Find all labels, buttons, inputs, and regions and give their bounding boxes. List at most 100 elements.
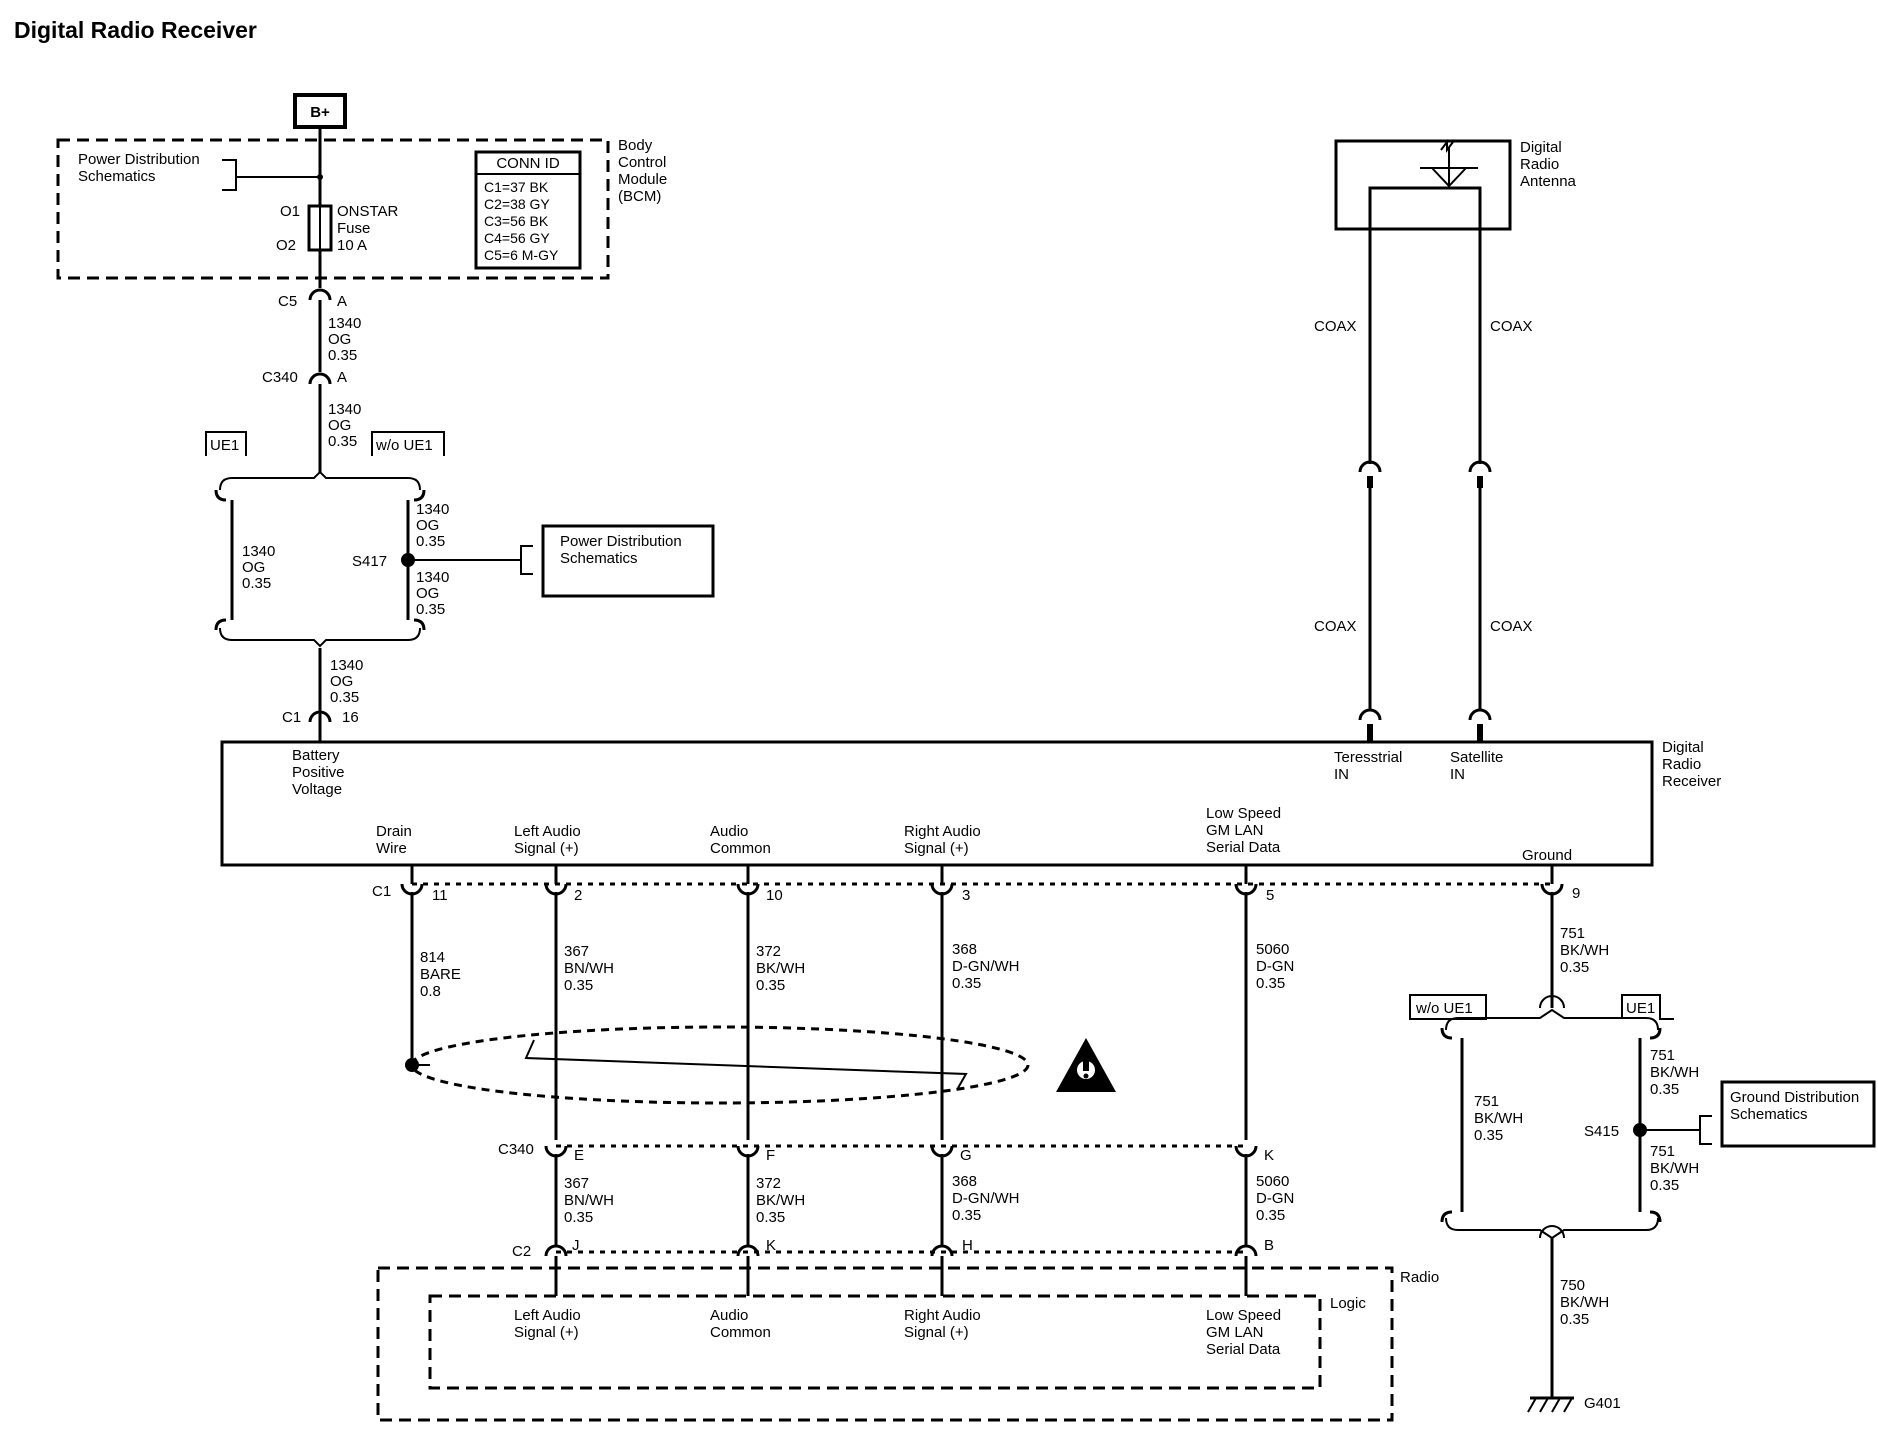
svg-text:Power Distribution: Power Distribution — [78, 151, 200, 168]
svg-text:C340: C340 — [262, 369, 298, 386]
svg-text:w/o UE1: w/o UE1 — [1415, 1000, 1473, 1017]
svg-text:2: 2 — [574, 887, 582, 904]
svg-text:750: 750 — [1560, 1277, 1585, 1294]
svg-text:Signal (+): Signal (+) — [514, 840, 579, 857]
svg-text:CONN ID: CONN ID — [496, 155, 560, 172]
svg-text:O1: O1 — [280, 203, 300, 220]
bcm-label: Body Control Module (BCM) — [618, 137, 667, 205]
shield-twisted-pair — [410, 1025, 1030, 1105]
digital-radio-receiver-box — [220, 740, 1654, 867]
ground-label: Ground — [1522, 847, 1572, 864]
circuit-right-audio: 3 368 D-GN/WH 0.35 — [930, 865, 1020, 1140]
c2-pins: J K H B — [544, 1237, 1274, 1296]
svg-text:751: 751 — [1650, 1143, 1675, 1160]
bcm-module-outline — [56, 138, 610, 280]
svg-text:Low Speed: Low Speed — [1206, 1307, 1281, 1324]
svg-text:K: K — [1264, 1147, 1274, 1164]
svg-text:Right Audio: Right Audio — [904, 823, 981, 840]
circuit-ground: 9 751 BK/WH 0.35 — [1540, 865, 1609, 1008]
svg-text:BN/WH: BN/WH — [564, 1192, 614, 1209]
svg-text:UE1: UE1 — [210, 437, 239, 454]
logic-block-outline — [428, 1294, 1322, 1390]
svg-text:Voltage: Voltage — [292, 781, 342, 798]
svg-text:Low Speed: Low Speed — [1206, 805, 1281, 822]
svg-text:BK/WH: BK/WH — [1474, 1110, 1523, 1127]
svg-text:BN/WH: BN/WH — [564, 960, 614, 977]
option-wo-ue1-tag: w/o UE1 — [371, 431, 445, 456]
svg-text:G: G — [960, 1147, 972, 1164]
radio-label: Radio — [1400, 1269, 1439, 1286]
connector-c2-label: C2 — [512, 1243, 531, 1260]
svg-text:0.35: 0.35 — [1256, 1207, 1285, 1224]
svg-text:Schematics: Schematics — [1730, 1106, 1808, 1123]
svg-text:BK/WH: BK/WH — [1560, 1294, 1609, 1311]
svg-text:OG: OG — [328, 331, 351, 348]
ground-branch-right: 751 BK/WH 0.35 751 BK/WH 0.35 — [1638, 1027, 1699, 1223]
svg-text:0.8: 0.8 — [420, 983, 441, 1000]
svg-text:751: 751 — [1560, 925, 1585, 942]
svg-text:Audio: Audio — [710, 823, 748, 840]
svg-text:Ground Distribution: Ground Distribution — [1730, 1089, 1859, 1106]
svg-text:368: 368 — [952, 1173, 977, 1190]
diagram-title: Digital Radio Receiver — [14, 17, 257, 43]
circuit-left-audio: 2 367 BN/WH 0.35 — [544, 865, 614, 1140]
svg-text:1340: 1340 — [242, 543, 275, 560]
left-audio-label: Left Audio Signal (+) — [514, 823, 581, 857]
svg-text:COAX: COAX — [1490, 618, 1533, 635]
ground-point-g401: G401 — [1584, 1395, 1621, 1412]
svg-text:OG: OG — [330, 673, 353, 690]
splice-s415: S415 — [1584, 1115, 1712, 1145]
radio-logic-inputs: Left Audio Signal (+) Audio Common Right… — [514, 1307, 1281, 1358]
conn-id-table: CONN ID C1=37 BK C2=38 GY C3=56 BK C4=56… — [474, 150, 582, 270]
caution-icon — [1056, 1038, 1116, 1092]
svg-text:IN: IN — [1334, 766, 1349, 783]
svg-text:A: A — [337, 293, 347, 310]
svg-text:O2: O2 — [276, 237, 296, 254]
svg-text:751: 751 — [1474, 1093, 1499, 1110]
svg-text:0.35: 0.35 — [564, 977, 593, 994]
svg-text:10 A: 10 A — [337, 237, 367, 254]
svg-text:Drain: Drain — [376, 823, 412, 840]
svg-text:UE1: UE1 — [1626, 1000, 1655, 1017]
svg-text:C4=56 GY: C4=56 GY — [484, 230, 550, 246]
svg-text:0.35: 0.35 — [328, 347, 357, 364]
svg-text:BK/WH: BK/WH — [1560, 942, 1609, 959]
svg-text:B+: B+ — [310, 104, 330, 121]
svg-text:D-GN/WH: D-GN/WH — [952, 958, 1020, 975]
svg-text:D-GN: D-GN — [1256, 1190, 1294, 1207]
svg-text:ONSTAR: ONSTAR — [337, 203, 399, 220]
svg-text:COAX: COAX — [1314, 618, 1357, 635]
svg-text:F: F — [766, 1147, 775, 1164]
svg-text:A: A — [337, 369, 347, 386]
svg-text:C1=37 BK: C1=37 BK — [484, 179, 549, 195]
svg-text:Audio: Audio — [710, 1307, 748, 1324]
svg-text:0.35: 0.35 — [1474, 1127, 1503, 1144]
battery-positive-voltage-label: Battery Positive Voltage — [292, 747, 345, 798]
wire-1340-og-c: 1340 OG 0.35 — [330, 657, 363, 706]
svg-text:367: 367 — [564, 1175, 589, 1192]
svg-text:H: H — [962, 1237, 973, 1254]
svg-text:10: 10 — [766, 887, 783, 904]
svg-text:3: 3 — [962, 887, 970, 904]
svg-text:Schematics: Schematics — [78, 168, 156, 185]
svg-text:Receiver: Receiver — [1662, 773, 1721, 790]
svg-text:OG: OG — [242, 559, 265, 576]
svg-text:w/o UE1: w/o UE1 — [375, 437, 433, 454]
svg-text:BK/WH: BK/WH — [1650, 1064, 1699, 1081]
svg-text:Radio: Radio — [1520, 156, 1559, 173]
svg-text:C2=38 GY: C2=38 GY — [484, 196, 550, 212]
svg-text:1340: 1340 — [330, 657, 363, 674]
svg-text:BK/WH: BK/WH — [1650, 1160, 1699, 1177]
connector-c1-bottom-label: C1 — [372, 883, 391, 900]
svg-text:Serial Data: Serial Data — [1206, 1341, 1281, 1358]
svg-text:1340: 1340 — [416, 569, 449, 586]
svg-text:0.35: 0.35 — [416, 601, 445, 618]
svg-text:B: B — [1264, 1237, 1274, 1254]
ground-option-wo-ue1-tag: w/o UE1 — [1409, 994, 1487, 1020]
svg-text:Right Audio: Right Audio — [904, 1307, 981, 1324]
svg-text:C5=6 M-GY: C5=6 M-GY — [484, 247, 559, 263]
receiver-label: Digital Radio Receiver — [1662, 739, 1721, 790]
svg-text:0.35: 0.35 — [952, 1207, 981, 1224]
svg-text:0.35: 0.35 — [952, 975, 981, 992]
svg-text:0.35: 0.35 — [1560, 959, 1589, 976]
